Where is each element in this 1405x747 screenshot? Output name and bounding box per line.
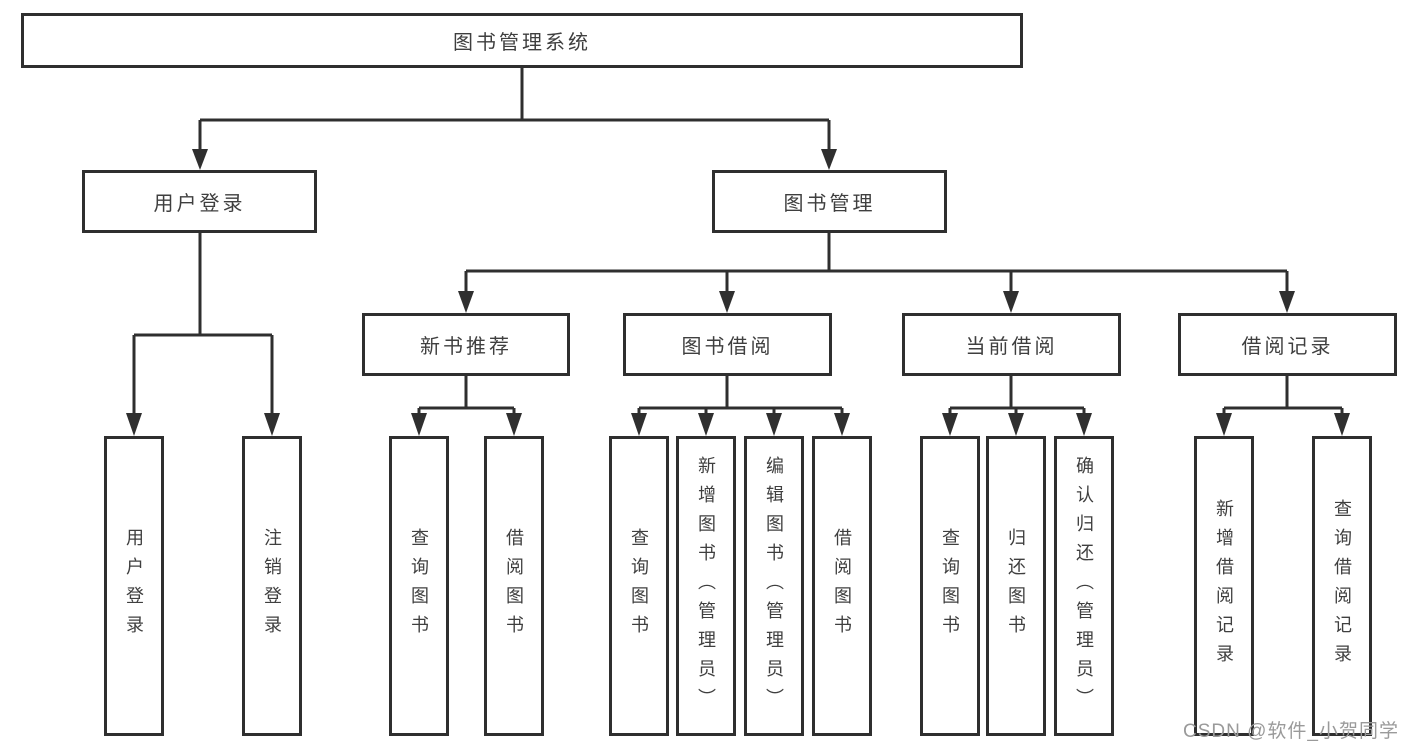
- leaf-borrow-book-1: 借阅图书: [484, 436, 544, 736]
- leaf-add-borrow-record-label: 新增借阅记录: [1214, 499, 1234, 673]
- leaf-query-book-2: 查询图书: [609, 436, 669, 736]
- leaf-query-book-1: 查询图书: [389, 436, 449, 736]
- connector-borrowrecord-to-leaves: [1216, 376, 1350, 436]
- leaf-query-borrow-record: 查询借阅记录: [1312, 436, 1372, 736]
- leaf-query-book-3-label: 查询图书: [940, 528, 960, 644]
- node-book-management-label: 图书管理: [783, 193, 876, 215]
- node-root: 图书管理系统: [21, 13, 1023, 68]
- leaf-query-book-1-label: 查询图书: [409, 528, 429, 644]
- connector-newbookrec-to-leaves: [411, 376, 522, 436]
- connector-userlogin-to-leaves: [126, 233, 280, 436]
- node-root-label: 图书管理系统: [453, 32, 591, 54]
- connector-bookmgmt-to-level3: [458, 233, 1295, 313]
- connector-currentborrow-to-leaves: [942, 376, 1092, 436]
- node-user-login-label: 用户登录: [153, 193, 246, 215]
- node-current-borrow: 当前借阅: [902, 313, 1121, 376]
- node-borrow-record: 借阅记录: [1178, 313, 1397, 376]
- leaf-confirm-return-label: 确认归还（管理员）: [1074, 455, 1094, 717]
- node-current-borrow-label: 当前借阅: [965, 336, 1058, 358]
- connector-bookborrow-to-leaves: [631, 376, 850, 436]
- connector-root-to-level2: [192, 68, 837, 170]
- leaf-query-book-2-label: 查询图书: [629, 528, 649, 644]
- csdn-watermark: CSDN @软件_小贺同学: [1183, 721, 1399, 742]
- leaf-return-book-label: 归还图书: [1006, 528, 1026, 644]
- leaf-query-book-3: 查询图书: [920, 436, 980, 736]
- leaf-logout-label: 注销登录: [262, 528, 282, 644]
- leaf-user-login: 用户登录: [104, 436, 164, 736]
- node-book-borrow-label: 图书借阅: [681, 336, 774, 358]
- leaf-user-login-label: 用户登录: [124, 528, 144, 644]
- node-new-book-recommend-label: 新书推荐: [420, 336, 512, 358]
- node-user-login: 用户登录: [82, 170, 317, 233]
- leaf-edit-book: 编辑图书（管理员）: [744, 436, 804, 736]
- leaf-borrow-book-2: 借阅图书: [812, 436, 872, 736]
- leaf-edit-book-label: 编辑图书（管理员）: [764, 455, 784, 717]
- leaf-borrow-book-2-label: 借阅图书: [832, 528, 852, 644]
- node-new-book-recommend: 新书推荐: [362, 313, 570, 376]
- leaf-add-borrow-record: 新增借阅记录: [1194, 436, 1254, 736]
- leaf-add-book-label: 新增图书（管理员）: [696, 455, 716, 717]
- leaf-borrow-book-1-label: 借阅图书: [504, 528, 524, 644]
- node-book-borrow: 图书借阅: [623, 313, 832, 376]
- node-borrow-record-label: 借阅记录: [1241, 336, 1334, 358]
- node-book-management: 图书管理: [712, 170, 947, 233]
- leaf-add-book: 新增图书（管理员）: [676, 436, 736, 736]
- leaf-confirm-return: 确认归还（管理员）: [1054, 436, 1114, 736]
- leaf-query-borrow-record-label: 查询借阅记录: [1332, 499, 1352, 673]
- leaf-logout: 注销登录: [242, 436, 302, 736]
- leaf-return-book: 归还图书: [986, 436, 1046, 736]
